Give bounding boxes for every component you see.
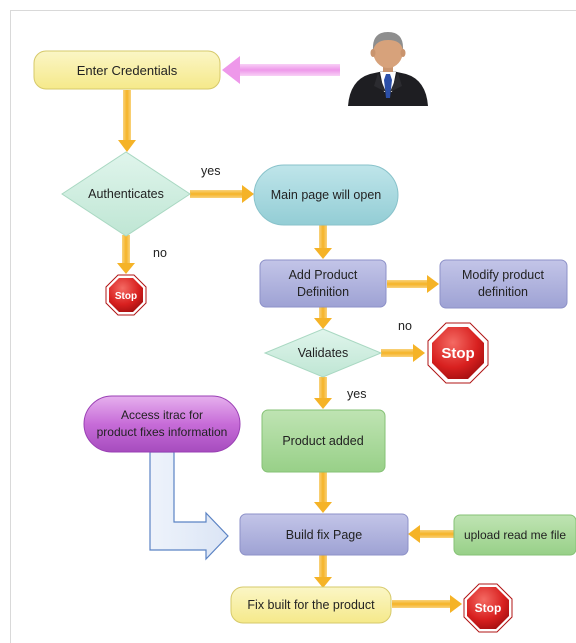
node-fix-built (230, 586, 392, 624)
label-authenticates: Authenticates (88, 187, 164, 201)
label-product-added: Product added (282, 434, 363, 448)
label-main-page: Main page will open (271, 188, 382, 202)
node-main-page (253, 164, 399, 226)
arrow-auth-yes (190, 185, 254, 203)
label-access-itrac-1: Access itrac for (121, 408, 203, 422)
stop-sign-icon: Stop (463, 583, 513, 633)
node-access-itrac (83, 395, 241, 453)
label-upload-readme: upload read me file (464, 528, 566, 542)
label-add-product-2: Definition (297, 285, 349, 299)
arrow-added-to-build (314, 472, 332, 513)
label-add-product-1: Add Product (289, 268, 358, 282)
diagram-frame (10, 10, 576, 643)
stop-label-3: Stop (475, 601, 502, 615)
arrow-validate-yes (314, 377, 332, 409)
node-add-product (259, 259, 387, 308)
node-enter-credentials (33, 50, 221, 90)
label-fix-built: Fix built for the product (247, 598, 375, 612)
arrow-user-to-credentials (222, 56, 340, 84)
node-upload-readme (453, 514, 576, 556)
label-enter-credentials: Enter Credentials (77, 63, 178, 78)
arrow-upload-to-build (408, 525, 454, 543)
stop-sign-icon: Stop (427, 322, 489, 384)
arrow-validate-no (381, 344, 425, 362)
label-build-fix: Build fix Page (286, 528, 362, 542)
stop-label-1: Stop (115, 291, 137, 302)
label-validates: Validates (298, 346, 349, 360)
arrow-fixbuilt-to-stop (392, 595, 462, 613)
stop-label-2: Stop (441, 345, 474, 362)
edge-label-validate-no: no (398, 319, 412, 333)
label-modify-product-2: definition (478, 285, 528, 299)
arrow-credentials-to-authenticates (118, 90, 136, 152)
arrow-main-to-add (314, 224, 332, 259)
label-modify-product-1: Modify product (462, 268, 545, 282)
node-modify-product (439, 259, 568, 309)
node-validates (263, 328, 383, 378)
node-build-fix (239, 513, 409, 556)
arrow-add-to-modify (387, 275, 439, 293)
arrow-add-to-validates (314, 307, 332, 329)
stop-sign-icon: Stop (105, 274, 147, 316)
businessman-user-icon (348, 32, 428, 106)
label-access-itrac-2: product fixes information (97, 425, 228, 439)
edge-label-validate-yes: yes (347, 387, 366, 401)
edge-label-auth-no: no (153, 246, 167, 260)
arrow-itrac-to-build (149, 451, 229, 561)
edge-label-auth-yes: yes (201, 164, 220, 178)
arrow-build-to-fixbuilt (314, 555, 332, 588)
node-product-added (261, 409, 386, 473)
arrow-auth-no (117, 235, 135, 274)
node-authenticates (61, 151, 191, 237)
